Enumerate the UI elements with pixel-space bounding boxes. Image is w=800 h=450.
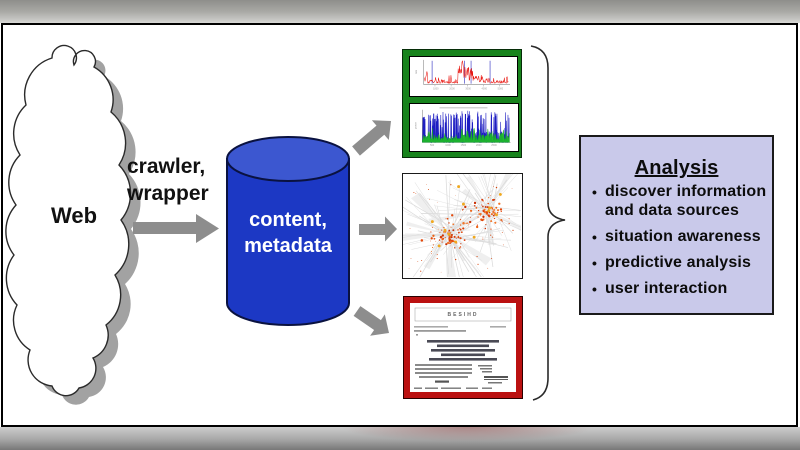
svg-text:2000: 2000 [449, 87, 455, 90]
svg-text:1500: 1500 [461, 144, 467, 147]
svg-text:4000: 4000 [482, 87, 488, 90]
svg-text:1000: 1000 [433, 87, 439, 90]
svg-text:2000: 2000 [476, 144, 482, 147]
svg-text:3000: 3000 [465, 87, 471, 90]
svg-text:power: power [415, 122, 418, 129]
svg-text:BESIHD: BESIHD [448, 312, 479, 318]
svg-text:500: 500 [430, 144, 435, 147]
svg-text:1000: 1000 [445, 144, 451, 147]
svg-text:2500: 2500 [491, 144, 497, 147]
svg-text:rate: rate [415, 69, 418, 74]
svg-text:5000: 5000 [498, 87, 504, 90]
